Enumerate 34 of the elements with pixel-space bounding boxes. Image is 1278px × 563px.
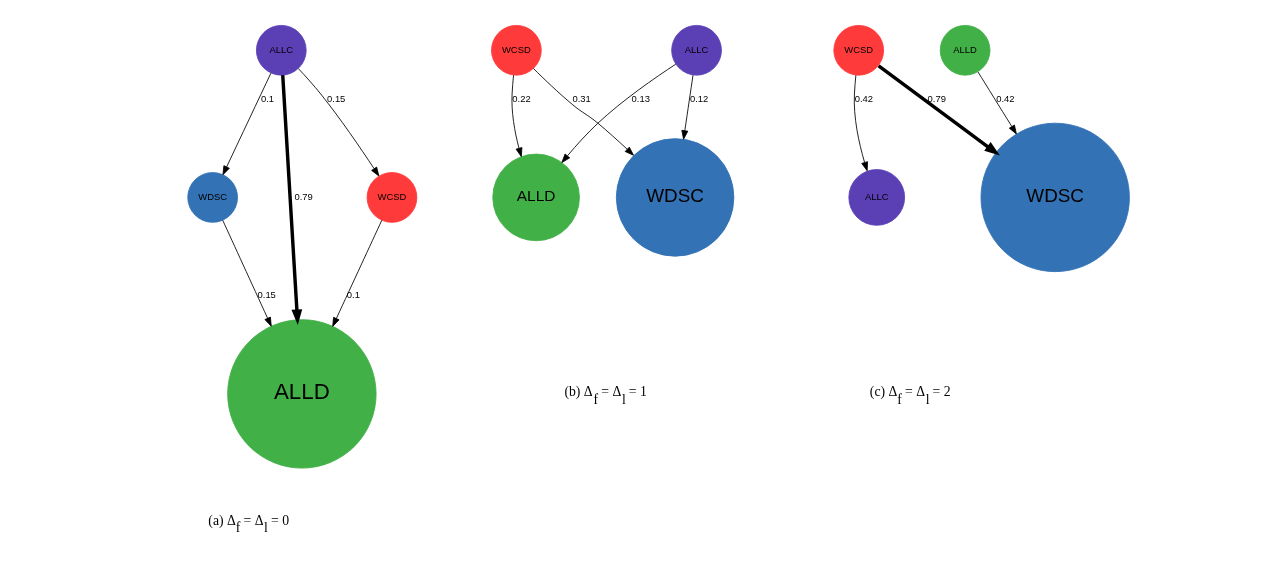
edge-label: 0.1 (260, 92, 274, 104)
node-circle: ALLC (255, 24, 307, 76)
arrow (221, 219, 272, 327)
arrow (222, 72, 271, 176)
arrow (977, 71, 1017, 135)
edge-label: 0.79 (293, 190, 313, 202)
arrow (853, 74, 868, 172)
arrow (511, 74, 522, 158)
arrow (331, 219, 382, 327)
edge-label: 0.42 (854, 92, 873, 104)
arrow (280, 75, 302, 325)
node-circle: WDSC (615, 138, 734, 257)
arrow (680, 74, 693, 140)
edge-label: 0.15 (326, 92, 345, 104)
node-circle: ALLD (939, 24, 990, 76)
edge-label: 0.22 (511, 92, 531, 104)
edge-label: 0.12 (689, 92, 708, 104)
node-circle: WCSD (832, 24, 884, 76)
node-circle: WDSC (186, 172, 238, 223)
edge-label: 0.79 (927, 92, 946, 104)
edge-label: 0.42 (995, 92, 1015, 104)
node-circle: ALLD (226, 319, 377, 469)
arrow (532, 68, 634, 156)
edge-label: 0.31 (571, 92, 591, 104)
node-circle: WCSD (490, 24, 542, 76)
edge-label: 0.15 (257, 289, 276, 301)
node-circle: ALLC (670, 24, 722, 76)
node-circle: ALLC (847, 169, 905, 226)
edge-label: 0.1 (346, 289, 360, 301)
arrow (560, 63, 676, 163)
edge-label: 0.13 (631, 92, 650, 104)
node-circle: WCSD (366, 172, 417, 223)
arrow (877, 64, 1000, 156)
arrow (297, 68, 379, 177)
